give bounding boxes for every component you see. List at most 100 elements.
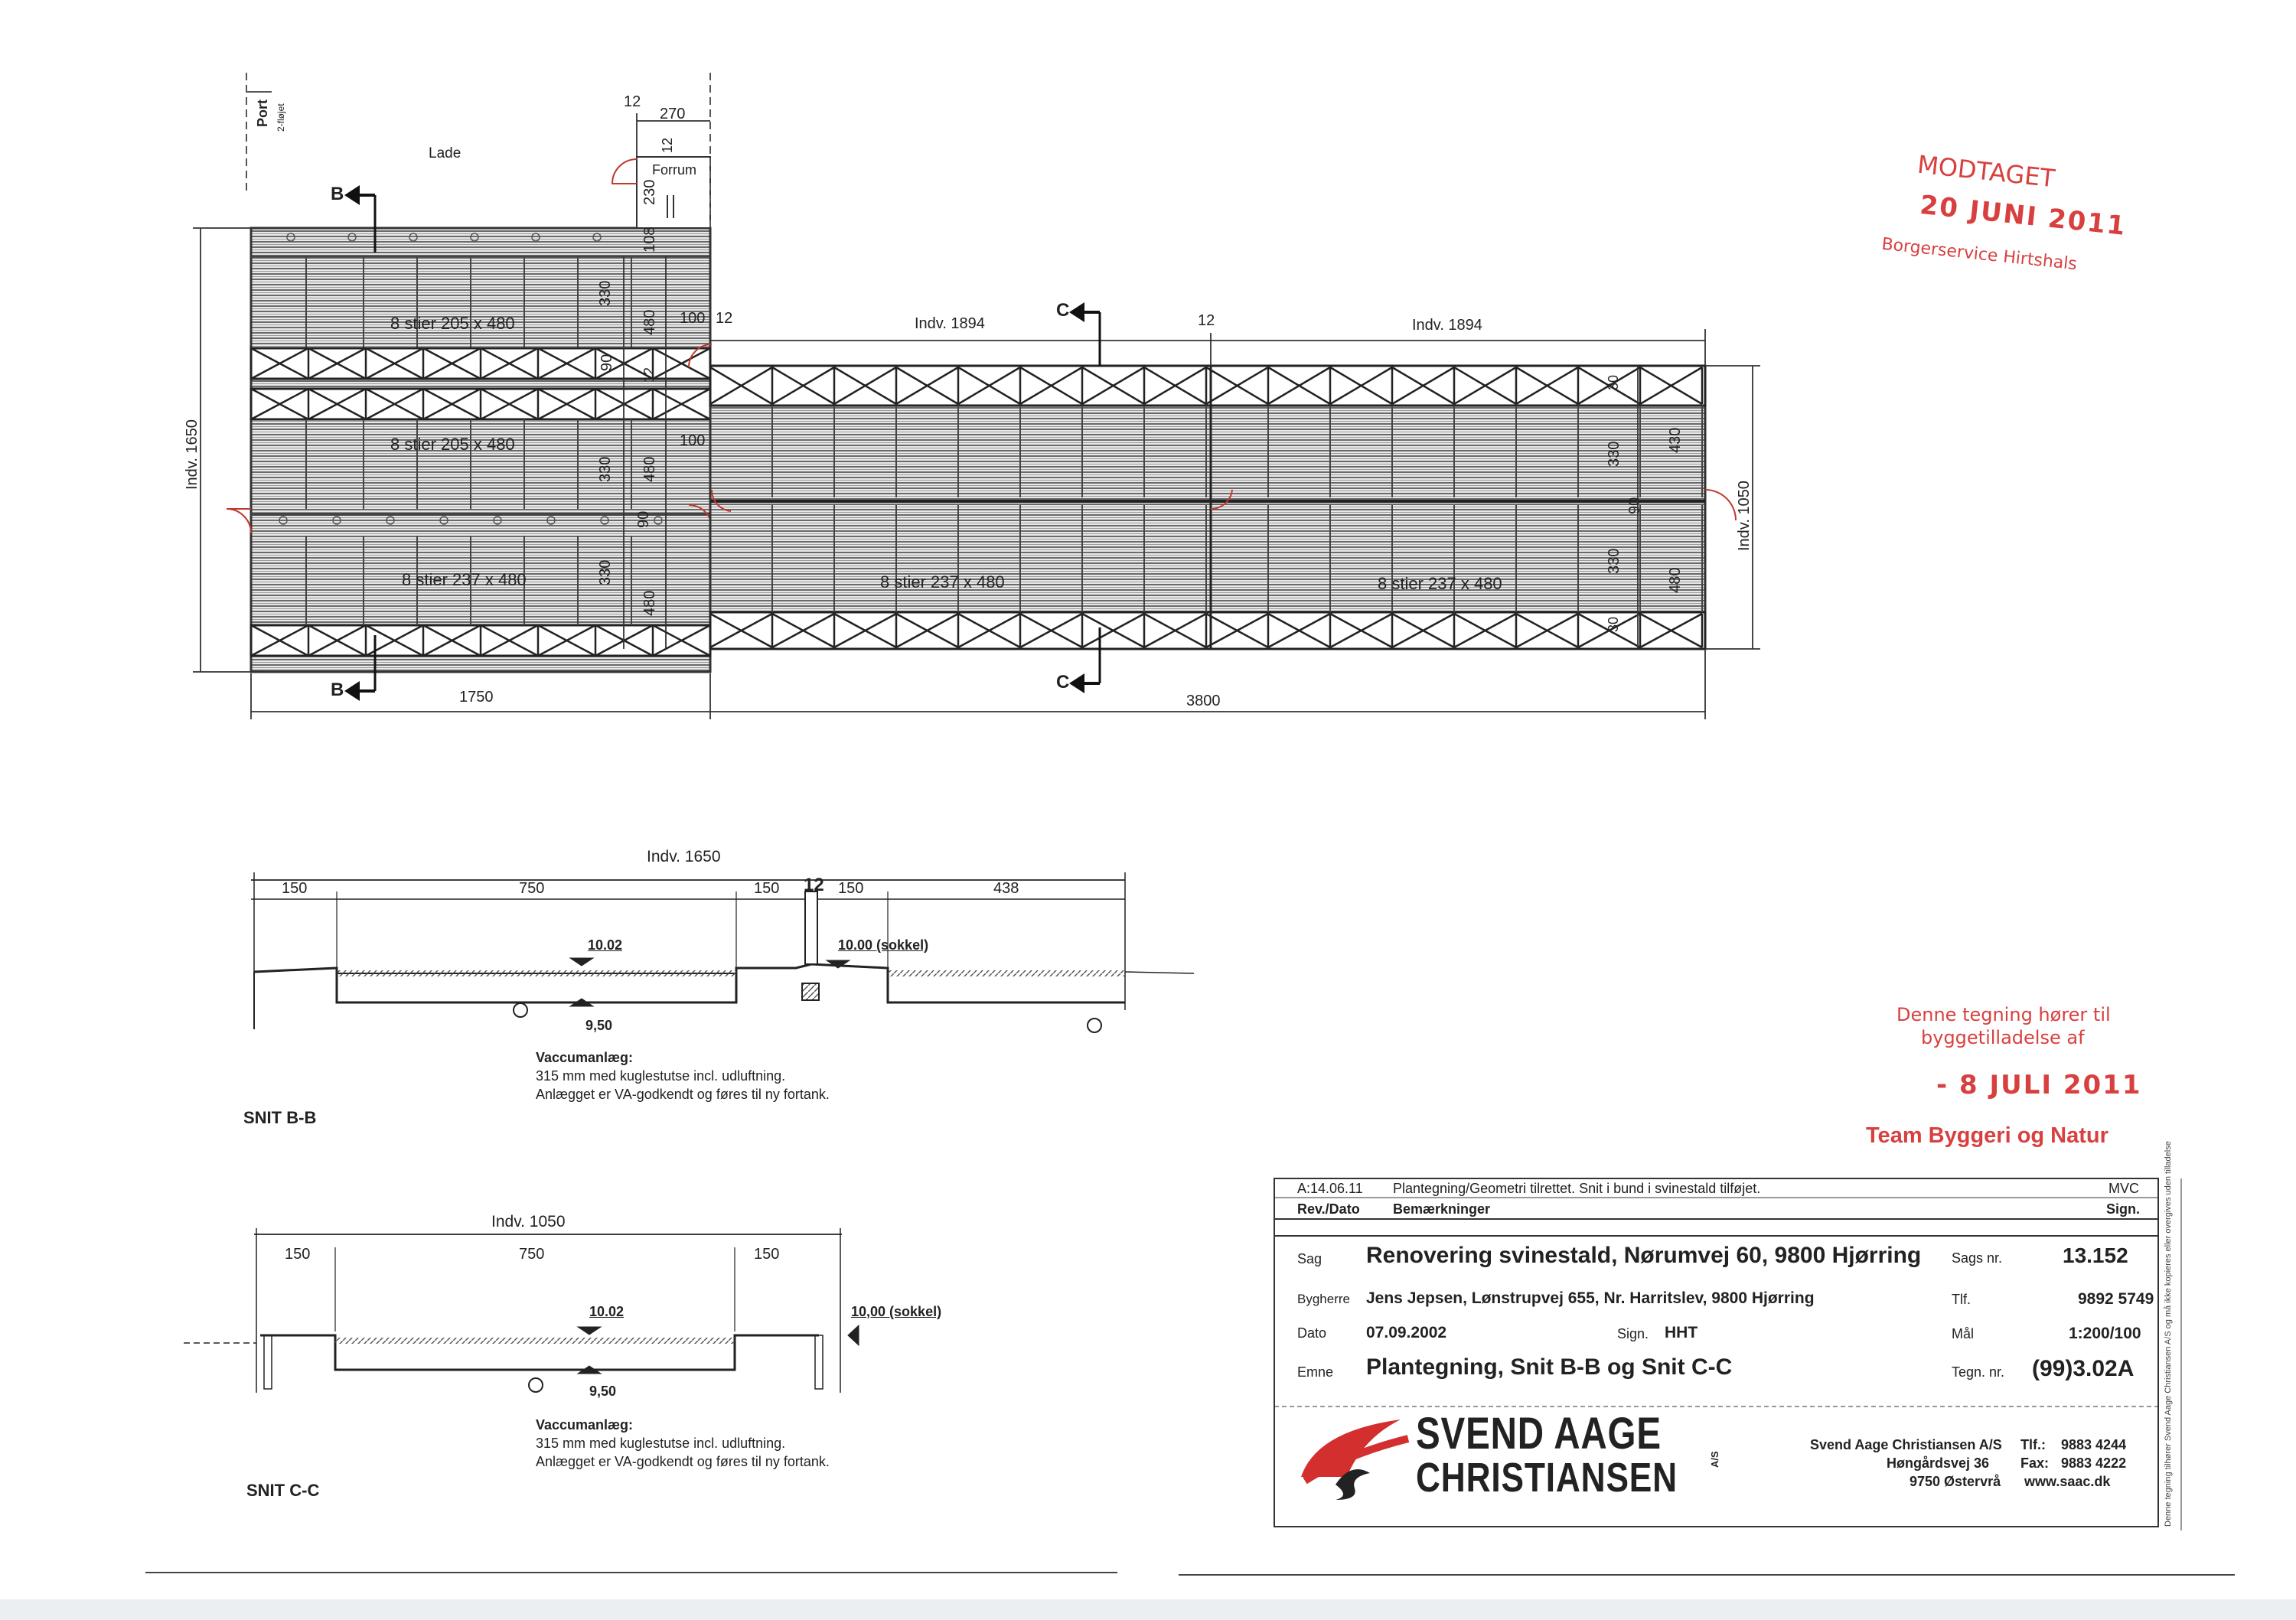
snit-bb-dim-12: 12 [804, 875, 824, 895]
snit-cc-dim-750: 750 [519, 1246, 545, 1263]
corridor-brace [1391, 612, 1456, 649]
tb-tegnnr-value: (99)3.02A [2032, 1356, 2135, 1381]
tb-rev-note: Plantegning/Geometri tilrettet. Snit i b… [1393, 1181, 1761, 1196]
tb-company-line1: SVEND AAGE [1416, 1409, 1662, 1459]
corridor-brace [422, 624, 482, 657]
snit-bb-dim-150-b: 150 [754, 880, 780, 897]
tb-sign-label: Sign. [1617, 1326, 1649, 1341]
tb-sagsnr-value: 13.152 [2063, 1244, 2128, 1267]
dim-indv-1050: Indv. 1050 [1736, 481, 1753, 551]
tb-addr-city: 9750 Østervrå [1910, 1474, 2001, 1489]
tb-dato-value: 07.09.2002 [1366, 1324, 1447, 1341]
tb-addr-street: Høngårdsvej 36 [1887, 1455, 1990, 1471]
corridor-brace [308, 387, 367, 421]
tb-rev-sign: MVC [2108, 1181, 2139, 1196]
company-logo [1301, 1420, 1410, 1500]
forrum-label: Forrum [652, 162, 696, 178]
snit-cc-note-line1: 315 mm med kuglestutse incl. udluftning. [536, 1436, 786, 1451]
permit-stamp-line2: byggetilladelse af [1921, 1027, 2085, 1048]
title-block: A:14.06.11 Plantegning/Geometri tilrette… [1274, 1141, 2173, 1527]
corridor-brace [480, 387, 540, 421]
permit-stamp-date: - 8 JULI 2011 [1936, 1070, 2142, 1100]
dim-right-330-b: 330 [1606, 548, 1623, 574]
dim-100-upper: 100 [680, 310, 706, 327]
tb-tlf2-value: 9883 4244 [2061, 1437, 2127, 1452]
corridor-brace [1081, 612, 1146, 649]
plan-right-wing [709, 364, 1737, 650]
snit-bb-level-bottom: 9,50 [585, 1018, 613, 1033]
dim-100-lower: 100 [680, 432, 706, 449]
section-b-bottom: B [331, 680, 344, 700]
snit-bb-note: Vaccumanlæg: 315 mm med kuglestutse incl… [536, 1048, 830, 1103]
scan-bottom-band [0, 1599, 2296, 1620]
corridor-brace [1143, 612, 1208, 649]
corridor-brace [308, 347, 367, 380]
snit-cc-dim-150-a: 150 [285, 1246, 311, 1263]
tb-tlf2-label: Tlf.: [2020, 1437, 2046, 1452]
section-c-top: C [1056, 300, 1070, 321]
corridor-brace [1205, 366, 1270, 406]
snit-bb-title: SNIT B-B [243, 1108, 317, 1127]
corridor-brace [480, 624, 540, 657]
snit-cc-note-line2: Anlægget er VA-godkendt og føres til ny … [536, 1454, 830, 1469]
snit-cc-level-bottom: 9,50 [589, 1384, 617, 1399]
corridor-brace [833, 366, 898, 406]
corridor-brace [1639, 612, 1704, 649]
tb-company-suffix: A/S [1709, 1451, 1720, 1468]
plan-dimension-lines [193, 113, 1760, 719]
corridor-brace [1329, 366, 1394, 406]
tb-maal-value: 1:200/100 [2069, 1325, 2141, 1342]
tb-header-rev: Rev./Dato [1297, 1201, 1360, 1217]
corridor-brace [709, 366, 774, 406]
snit-cc-title: SNIT C-C [246, 1481, 320, 1500]
dim-indv-1894-right: Indv. 1894 [1412, 317, 1482, 334]
corridor-brace [250, 624, 310, 657]
tb-tegnnr-label: Tegn. nr. [1952, 1364, 2005, 1380]
dim-indv-1894-left: Indv. 1894 [915, 315, 985, 332]
section-b-top: B [331, 184, 344, 204]
dim-12-right: 12 [1198, 312, 1215, 329]
tb-company-line2: CHRISTIANSEN [1416, 1455, 1678, 1501]
corridor-brace [1515, 612, 1580, 649]
dim-270: 270 [660, 106, 686, 122]
tb-header-bem: Bemærkninger [1393, 1201, 1491, 1217]
corridor-brace [1205, 612, 1270, 649]
corridor-brace [365, 387, 425, 421]
pen-label-4: 8 stier 237 x 480 [880, 572, 1005, 592]
permit-stamp-line1: Denne tegning hører til [1896, 1004, 2111, 1025]
snit-bb-note-line2: Anlægget er VA-godkendt og føres til ny … [536, 1087, 830, 1102]
snit-cc-indv: Indv. 1050 [491, 1213, 566, 1230]
corridor-brace [537, 387, 597, 421]
tb-sign-value: HHT [1665, 1324, 1698, 1341]
corridor-brace [895, 612, 960, 649]
pen-label-3: 8 stier 237 x 480 [402, 570, 527, 589]
snit-bb-dim-750: 750 [519, 880, 545, 897]
tb-header-sign: Sign. [2106, 1201, 2140, 1217]
corridor-brace [771, 366, 836, 406]
dim-12-mid: 12 [716, 310, 733, 327]
corridor-brace [709, 612, 774, 649]
corridor-brace [1639, 366, 1704, 406]
corridor-brace [957, 366, 1022, 406]
dim-12-wall: 12 [641, 367, 657, 383]
dim-108: 108 [641, 227, 658, 253]
snit-bb-level-top: 10.02 [588, 937, 623, 953]
corridor-brace [308, 624, 367, 657]
snit-bb-dim-150-a: 150 [282, 880, 308, 897]
permit-stamp-team: Team Byggeri og Natur [1866, 1123, 2108, 1148]
corridor-brace [1453, 612, 1518, 649]
dim-12-vertical: 12 [660, 137, 675, 153]
dim-indv-1650: Indv. 1650 [184, 419, 201, 490]
corridor-brace [1267, 366, 1332, 406]
snit-cc-level-top: 10.02 [589, 1304, 625, 1319]
dim-right-330-a: 330 [1606, 441, 1623, 467]
corridor-brace [422, 387, 482, 421]
corridor-brace [537, 624, 597, 657]
tb-tlf-label: Tlf. [1952, 1292, 1971, 1307]
corridor-brace [1453, 366, 1518, 406]
dim-12-top: 12 [624, 93, 641, 110]
corridor-brace [1267, 612, 1332, 649]
pen-label-2: 8 stier 205 x 480 [390, 435, 515, 454]
corridor-brace [365, 347, 425, 380]
snit-bb-note-title: Vaccumanlæg: [536, 1050, 634, 1065]
